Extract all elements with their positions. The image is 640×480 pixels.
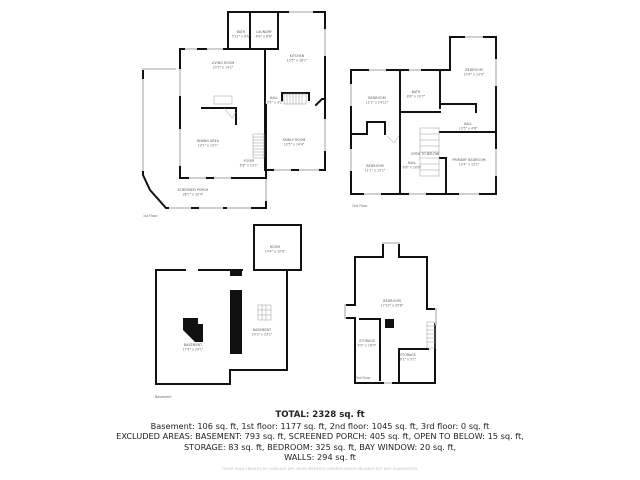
room-label-hall: HALL [408,161,417,165]
room-dimensions: 13'5" x 4'2" [265,101,284,105]
room-dimensions: 20'3" x 14'1" [213,66,234,70]
excluded-areas-cont: STORAGE: 83 sq. ft, BEDROOM: 325 sq. ft,… [183,441,457,452]
room-dimensions: 28'7" x 32'4" [183,193,204,197]
room-dimensions: 13'4" x 13'1" [459,163,480,167]
room-dimensions: 17'10" x 25'8" [381,304,404,308]
room-label-foyer: FOYER [244,159,256,163]
room-dimensions: 10'4" x 10'6" [265,250,286,254]
room-dimensions: 17'4" x 24'1" [183,348,204,352]
room-dimensions: 13'5" x 14'4" [284,143,305,147]
room-label-hall: HALL [270,96,279,100]
room-dimensions: 13'1" x 13'1" [198,144,219,148]
excluded-areas: EXCLUDED AREAS: BASEMENT: 793 sq. ft, SC… [116,431,524,442]
room-label-basement: BASEMENT [253,328,271,332]
room-label-bedroom: BEDROOM [366,164,383,168]
floor-label-basement: Basement [155,395,172,399]
room-label-room: ROOM [270,245,281,249]
room-dimensions: 13'5" x 4'6" [459,127,478,131]
floor-label-3rd: 3rd Floor [356,376,371,380]
room-label-bedroom: BEDROOM [368,96,385,100]
room-label-open-to-below: OPEN TO BELOW [411,152,440,156]
room-dimensions: 6'6" x 16'8" [403,166,422,170]
room-label-storage: STORAGE [359,339,375,343]
room-label-bedroom: BEDROOM [383,299,400,303]
room-label-living-room: LIVING ROOM [212,61,235,65]
room-label-dining-area: DINING AREA [197,139,220,143]
room-label-storage: STORAGE [400,353,416,357]
room-dimensions: 6'1" x 5'1" [400,358,417,362]
room-label-laundry: LAUNDRY [256,30,272,34]
room-label-basement: BASEMENT [184,343,202,347]
floor-label-2nd: 2nd Floor [352,204,368,208]
room-label-hall: HALL [464,122,473,126]
room-dimensions: 6'9" x 8'6" [256,35,273,39]
room-label-primary-bedroom: PRIMARY BEDROOM [452,158,485,162]
area-summary: TOTAL: 2328 sq. ft Basement: 106 sq. ft,… [0,410,640,471]
total-area: TOTAL: 2328 sq. ft [275,410,365,420]
walls-area: WALLS: 294 sq. ft [284,451,356,462]
floor-label-1st: 1st Floor [143,214,158,218]
disclaimer: FLOOR PLAN CREATED BY CUBICASA APP. MEAS… [221,467,419,472]
room-dimensions: 13'5" x 16'1" [287,59,308,63]
room-label-kitchen: KITCHEN [290,54,305,58]
first-floor-plan [142,11,326,209]
room-dimensions: 10'3" x 23'1" [252,333,273,337]
room-label-bath: BATH [237,30,246,34]
second-floor-plan [350,36,497,195]
room-label-screened-porch: SCREENED PORCH [178,188,209,192]
room-label-family-room: FAMILY ROOM [283,138,306,142]
room-dimensions: 5'0" x 16'0" [358,344,377,348]
room-dimensions: 11'1" x 13'1" [365,169,386,173]
room-dimensions: 11'1" x 14'11" [366,101,389,105]
room-dimensions: 6'8" x 15'1" [240,164,259,168]
room-label-bath: BATH [412,90,421,94]
floor-areas: Basement: 106 sq. ft, 1st floor: 1177 sq… [150,421,490,431]
third-floor-plan [344,242,437,384]
room-dimensions: 5'11" x 8'6" [232,35,251,39]
room-dimensions: 10'4" x 13'9" [464,73,485,77]
basement-plan [155,224,302,385]
room-dimensions: 8'8" x 10'7" [407,95,426,99]
room-label-bedroom: BEDROOM [465,68,482,72]
